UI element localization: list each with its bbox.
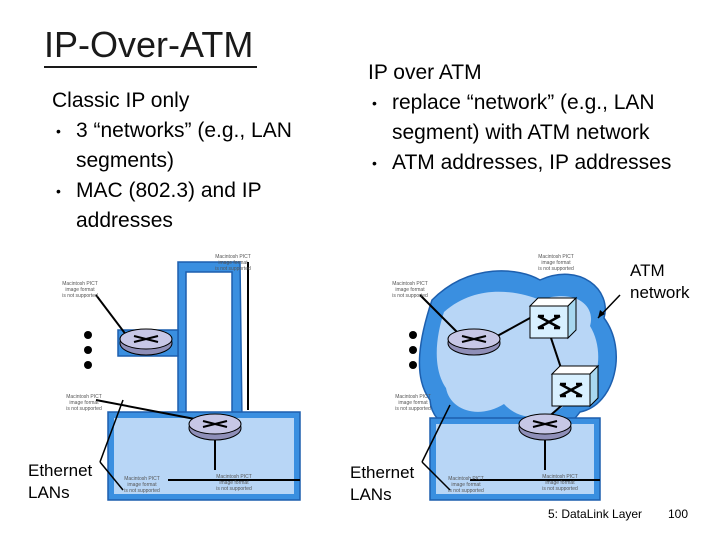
arrowhead-icon [598,310,605,318]
classic-ip-bullet: •3 “networks” (e.g., LAN segments) [52,116,302,176]
host-placeholder [448,476,485,494]
host-placeholder [216,474,253,492]
router-icon [188,413,242,441]
ip-over-atm-column: IP over ATM •replace “network” (e.g., LA… [368,58,698,178]
atm-switch-icon [528,296,578,340]
host-link [95,294,131,341]
footer-chapter: 5: DataLink Layer [548,507,643,521]
ethernet-lans-label-right: Ethernet LANs [350,463,415,504]
ellipsis-dot [84,331,92,339]
ethernet-lans-label-left: Ethernet LANs [28,461,93,502]
router-icon [447,328,501,356]
classic-ip-heading: Classic IP only [52,89,190,112]
atm-network-label: ATM network [630,261,690,302]
footer-page-number: 100 [668,507,689,521]
classic-ip-bullet: •MAC (802.3) and IP addresses [52,176,302,236]
ellipsis-dot [409,361,417,369]
router-icon [518,413,572,441]
ellipsis-dot [409,331,417,339]
ip-over-atm-bullet: •ATM addresses, IP addresses [368,148,698,178]
ethernet-arrow [99,399,124,463]
ellipsis-dot [84,346,92,354]
ethernet-arrow [99,461,124,491]
ip-over-atm-bullet: •replace “network” (e.g., LAN segment) w… [368,88,698,148]
ethernet-arrow [421,461,451,491]
ip-over-atm-diagram [392,254,621,501]
host-placeholder [66,394,103,412]
host-placeholder [392,281,429,299]
ip-over-atm-heading: IP over ATM [368,61,482,84]
ellipsis-dot [409,346,417,354]
router-icon [119,328,173,356]
classic-ip-column: Classic IP only •3 “networks” (e.g., LAN… [52,86,302,236]
classic-ip-diagram [62,254,301,501]
ellipsis-dot [84,361,92,369]
lan-segment-top [177,261,243,421]
host-placeholder [215,254,252,272]
host-placeholder [62,281,99,299]
host-placeholder [395,394,432,412]
bullet-dot-icon: • [56,123,61,139]
host-placeholder [542,474,579,492]
bullet-dot-icon: • [372,155,377,171]
ethernet-arrow [421,404,451,463]
slide-title: IP-Over-ATM [44,24,258,68]
bullet-dot-icon: • [372,95,377,111]
host-link [95,399,201,421]
host-placeholder [124,476,161,494]
host-placeholder [538,254,575,272]
bullet-dot-icon: • [56,183,61,199]
atm-switch-icon [550,364,600,408]
